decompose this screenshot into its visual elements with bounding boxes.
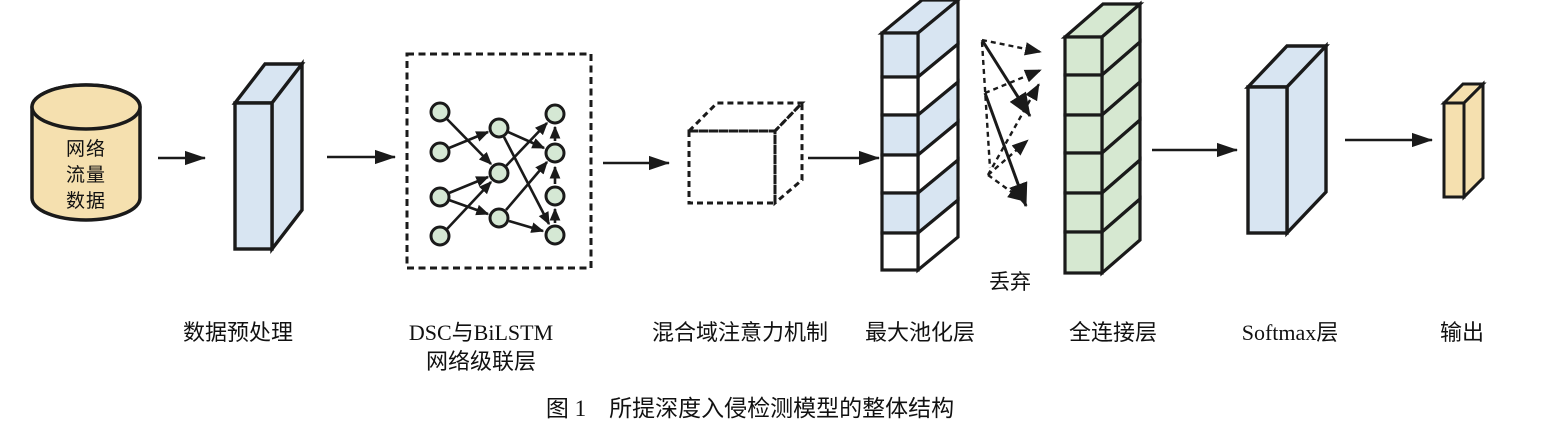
softmax-slab	[1244, 41, 1330, 238]
maxpool-cell	[880, 231, 920, 272]
fc-cell	[1063, 35, 1104, 77]
label-attention: 混合域注意力机制	[651, 320, 829, 345]
maxpool-cell	[880, 75, 920, 117]
fc-cell	[1063, 113, 1104, 155]
preprocess-slab	[231, 59, 306, 254]
figure-caption: 图 1 所提深度入侵检测模型的整体结构	[545, 396, 955, 421]
dropout-arrows	[980, 38, 1042, 208]
maxpool-cell	[880, 31, 920, 79]
database-label: 网络 流量 数据	[65, 139, 107, 212]
fc-stack	[1060, 0, 1145, 277]
maxpool-cell	[880, 191, 920, 235]
fc-cell	[1063, 73, 1104, 117]
label-dropout: 丢弃	[989, 270, 1031, 294]
output-slab	[1440, 80, 1487, 201]
fc-cell	[1063, 230, 1104, 275]
label-dsc-bilstm: DSC与BiLSTM 网络级联层	[408, 320, 554, 374]
label-softmax: Softmax层	[1241, 320, 1339, 345]
nn-edges	[446, 118, 561, 233]
attention-cube	[685, 99, 806, 207]
maxpool-cell	[880, 113, 920, 157]
database-cylinder	[30, 83, 142, 222]
nn-nodes	[429, 101, 566, 247]
dashed-border	[405, 52, 593, 270]
fc-cell	[1063, 151, 1104, 195]
label-output: 输出	[1439, 320, 1485, 345]
label-fc: 全连接层	[1068, 320, 1158, 345]
fc-cell	[1063, 191, 1104, 234]
label-preprocess: 数据预处理	[182, 320, 294, 345]
label-maxpool: 最大池化层	[864, 320, 976, 345]
dsc-bilstm-box	[405, 52, 593, 270]
maxpool-cell	[880, 153, 920, 195]
maxpool-stack	[877, 0, 961, 274]
